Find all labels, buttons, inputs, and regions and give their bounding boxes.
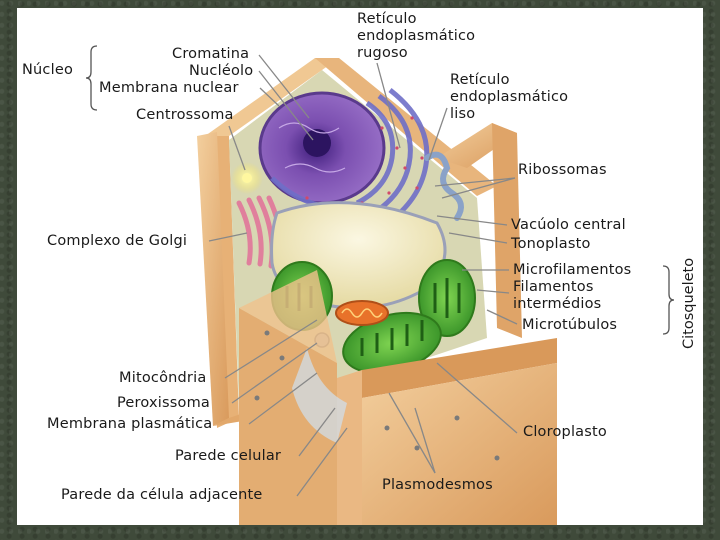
- label-nucleolo: Nucléolo: [189, 63, 254, 79]
- label-nucleo: Núcleo: [22, 62, 74, 78]
- plasma-membrane: [292, 348, 347, 443]
- label-cromatina: Cromatina: [172, 46, 250, 62]
- label-reticulo-liso: Retículo endoplasmático liso: [450, 72, 569, 122]
- label-mitocondria: Mitocôndria: [119, 370, 207, 386]
- nucleo-bracket: [85, 45, 98, 111]
- label-vacuolo-central: Vacúolo central: [511, 217, 626, 233]
- label-tonoplasto: Tonoplasto: [511, 236, 591, 252]
- label-filamentos-intermedios: Filamentos intermédios: [513, 279, 602, 312]
- leader-lines: [208, 54, 518, 497]
- plant-cell-illustration: [85, 45, 675, 525]
- diagram-panel: Núcleo Cromatina Nucléolo Membrana nucle…: [17, 8, 703, 525]
- label-parede-celular: Parede celular: [175, 448, 282, 464]
- mitochondrion: [335, 300, 389, 326]
- label-peroxissoma: Peroxissoma: [117, 395, 211, 411]
- label-reticulo-rugoso: Retículo endoplasmático rugoso: [357, 11, 476, 61]
- label-complexo-golgi: Complexo de Golgi: [47, 233, 188, 249]
- label-citosqueleto: Citosqueleto: [681, 257, 697, 349]
- label-microtubulos: Microtúbulos: [522, 317, 618, 333]
- label-membrana-plasmatica: Membrana plasmática: [47, 416, 213, 432]
- label-membrana-nuclear: Membrana nuclear: [99, 80, 239, 96]
- plasmodesmata: [254, 330, 500, 461]
- label-cloroplasto: Cloroplasto: [523, 424, 607, 440]
- smooth-er: [424, 151, 464, 221]
- label-centrossoma: Centrossoma: [136, 107, 234, 123]
- label-microfilamentos: Microfilamentos: [513, 262, 632, 278]
- label-ribossomas: Ribossomas: [518, 162, 607, 178]
- label-parede-adjacente: Parede da célula adjacente: [61, 487, 263, 503]
- label-plasmodesmos: Plasmodesmos: [382, 477, 493, 493]
- citosqueleto-bracket: [662, 265, 675, 335]
